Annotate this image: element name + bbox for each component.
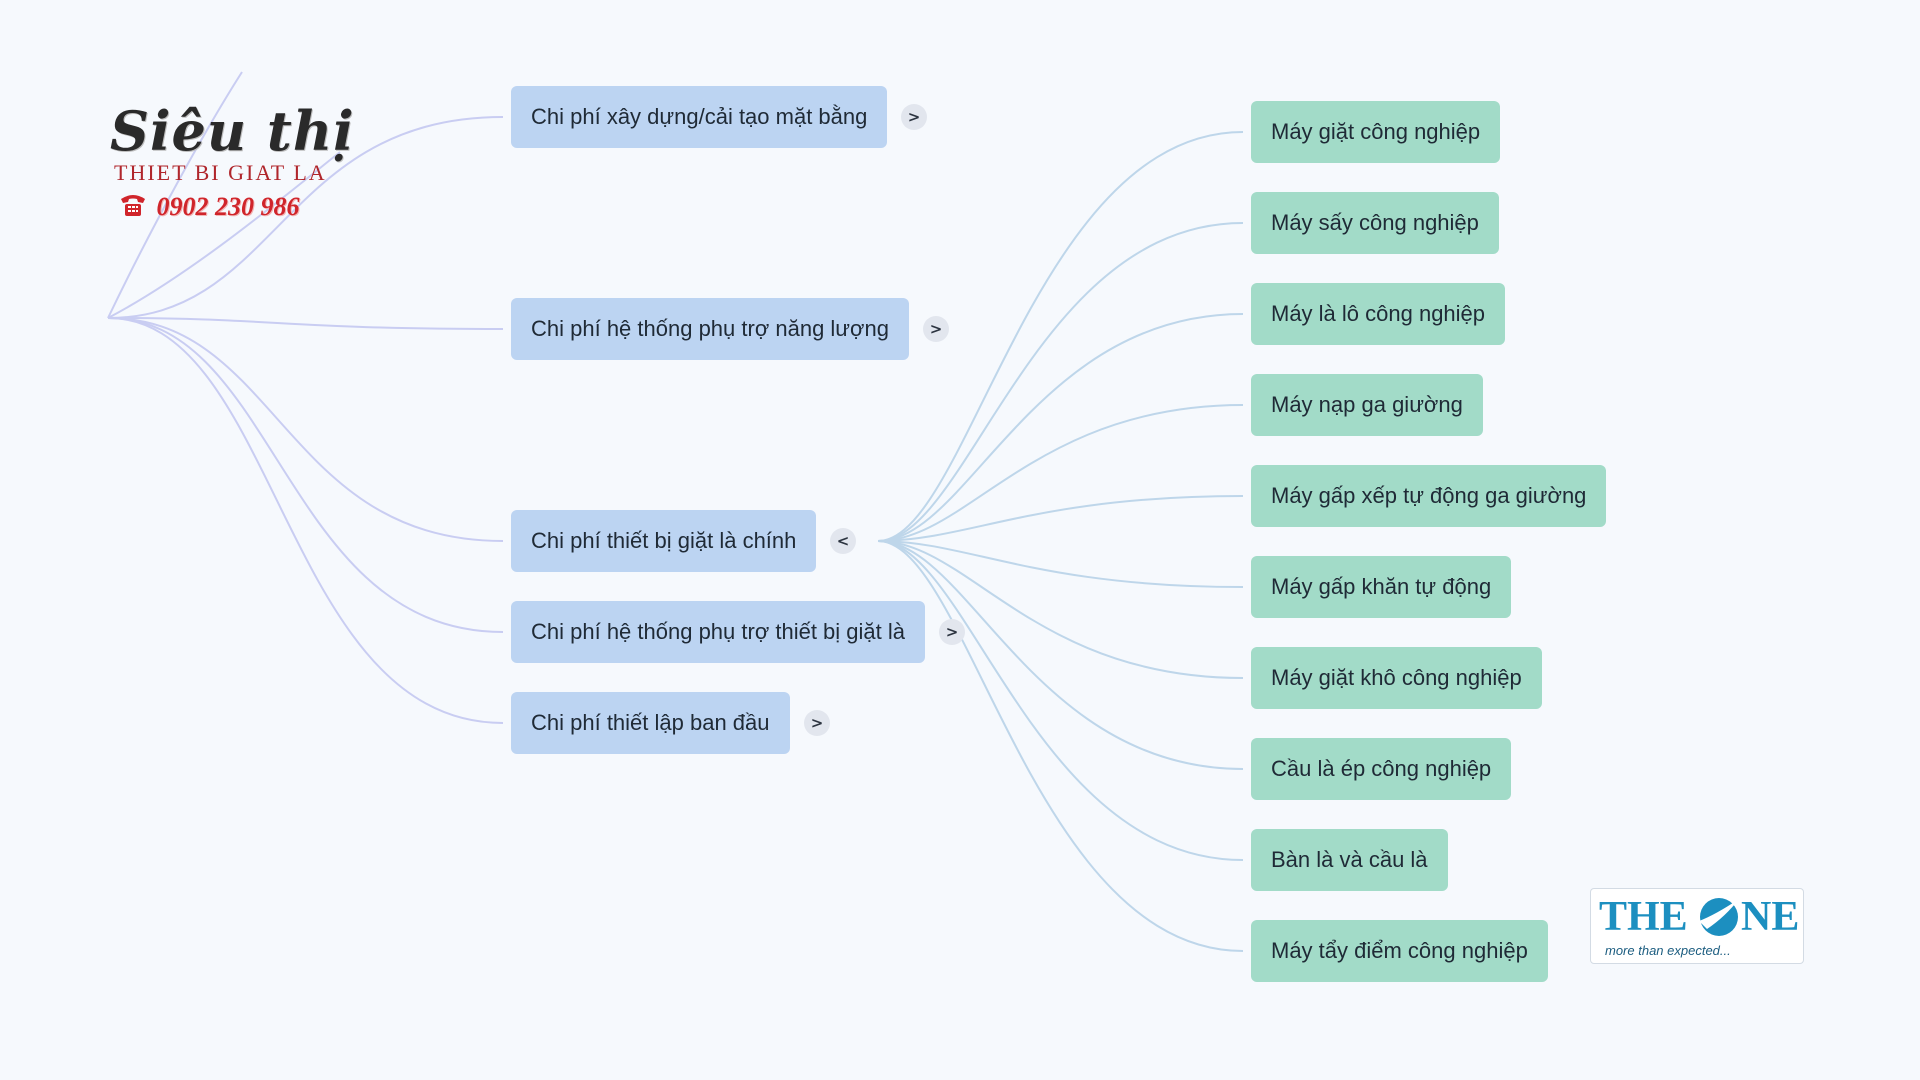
root-decor-line: [107, 151, 341, 319]
leaf-node[interactable]: Máy gấp khăn tự động: [1251, 556, 1512, 618]
branch-label: Chi phí thiết lập ban đầu: [531, 710, 770, 735]
branch-leaf-link: [877, 540, 1244, 861]
branch-leaf-link: [877, 540, 1244, 952]
brand-title: Siêu thị: [110, 99, 355, 163]
logo-tagline: more than expected...: [1605, 943, 1731, 958]
branch-leaf-link: [877, 222, 1244, 542]
branch-node-main-laundry-equipment[interactable]: Chi phí thiết bị giặt là chính: [511, 510, 817, 572]
expand-toggle-energy-support[interactable]: >: [923, 316, 949, 342]
leaf-node[interactable]: Máy là lô công nghiệp: [1251, 283, 1506, 345]
root-decor-line: [107, 71, 243, 319]
the-one-logo: THE NE more than expected...: [1590, 888, 1804, 964]
branch-label: Chi phí hệ thống phụ trợ thiết bị giặt l…: [531, 619, 905, 644]
leaf-node[interactable]: Máy sấy công nghiệp: [1251, 192, 1499, 254]
branch-node-initial-setup[interactable]: Chi phí thiết lập ban đầu: [511, 692, 790, 754]
leaf-node[interactable]: Máy gấp xếp tự động ga giường: [1251, 465, 1607, 527]
root-branch-link: [107, 317, 504, 542]
branch-node-energy-support[interactable]: Chi phí hệ thống phụ trợ năng lượng: [511, 298, 909, 360]
branch-node-laundry-support-system[interactable]: Chi phí hệ thống phụ trợ thiết bị giặt l…: [511, 601, 925, 663]
leaf-node[interactable]: Máy nạp ga giường: [1251, 374, 1483, 436]
logo-word-right: NE: [1741, 894, 1800, 940]
root-branch-link: [107, 317, 504, 724]
branch-leaf-link: [877, 540, 1244, 679]
brand-phone-row: 0902 230 986: [118, 190, 360, 223]
expand-toggle-initial-setup[interactable]: >: [804, 710, 830, 736]
branch-label: Chi phí xây dựng/cải tạo mặt bằng: [531, 104, 868, 129]
collapse-toggle-main-laundry-equipment[interactable]: <: [830, 528, 856, 554]
brand-subtitle: THIET BI GIAT LA: [114, 160, 327, 185]
branch-leaf-link: [877, 495, 1244, 542]
leaf-node[interactable]: Máy giặt khô công nghiệp: [1251, 647, 1542, 709]
leaf-node[interactable]: Bàn là và cầu là: [1251, 829, 1448, 891]
root-branch-link: [107, 317, 504, 633]
logo-word-left: THE: [1599, 894, 1688, 940]
leaf-node[interactable]: Máy tẩy điểm công nghiệp: [1251, 920, 1548, 982]
leaf-node[interactable]: Máy giặt công nghiệp: [1251, 101, 1501, 163]
root-branch-link: [107, 116, 504, 319]
branch-leaf-link: [877, 404, 1244, 542]
telephone-icon: [118, 190, 148, 223]
leaf-node[interactable]: Cầu là ép công nghiệp: [1251, 738, 1512, 800]
expand-toggle-construction[interactable]: >: [901, 104, 927, 130]
branch-leaf-link: [877, 540, 1244, 588]
brand-phone: 0902 230 986: [156, 191, 300, 221]
branch-leaf-link: [877, 313, 1244, 542]
branch-leaf-link: [877, 540, 1244, 770]
branch-label: Chi phí hệ thống phụ trợ năng lượng: [531, 316, 889, 341]
branch-label: Chi phí thiết bị giặt là chính: [531, 528, 797, 553]
logo-swoosh-o-icon: [1695, 893, 1743, 946]
branch-node-construction[interactable]: Chi phí xây dựng/cải tạo mặt bằng: [511, 86, 888, 148]
expand-toggle-laundry-support-system[interactable]: >: [939, 619, 965, 645]
branch-leaf-link: [877, 131, 1244, 542]
root-branch-link: [107, 317, 504, 330]
brand-logo: Siêu thị THIET BI GIAT LA 0902 230 986: [110, 100, 360, 223]
